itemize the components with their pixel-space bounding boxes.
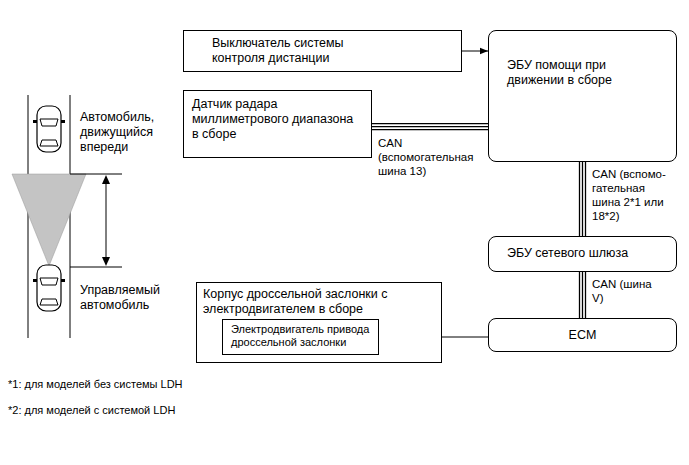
switch-box: Выключатель системы контроля дистанции [183, 30, 462, 72]
node-text: Датчик радара миллиметрового диапазона в… [192, 97, 363, 142]
node-text: ЭБУ сетевого шлюза [507, 246, 668, 261]
node-text: Корпус дроссельной заслонки с электродви… [203, 287, 433, 317]
arrowhead [102, 175, 110, 184]
sensor-box: Датчик радара миллиметрового диапазона в… [183, 90, 372, 158]
lane-line [28, 95, 29, 338]
connector-line [582, 162, 583, 236]
node-text: Электродвигатель привода дроссельной зас… [231, 323, 372, 349]
connector-line [462, 51, 488, 52]
distance-arrow [106, 181, 107, 260]
footnote: *2: для моделей с системой LDH [8, 403, 175, 418]
ecu-box: ЭБУ помощи при движении в сборе [488, 30, 677, 162]
connector-line [372, 129, 488, 130]
ecm-box: ECM [488, 318, 677, 352]
lane-line [70, 95, 71, 338]
node-text: ECM [497, 328, 668, 343]
connector-line [585, 162, 586, 236]
signal-arrow [462, 51, 488, 52]
bus-label: CAN (вспомогательная шина 13) [378, 136, 478, 178]
radar-cone [12, 174, 86, 266]
footnote: *1: для моделей без системы LDH [8, 377, 183, 392]
can-bus [372, 124, 488, 130]
dimension-tick [70, 174, 122, 175]
controlled-car [33, 265, 65, 311]
connector-line [582, 272, 583, 318]
motor-box: Электродвигатель привода дроссельной зас… [222, 319, 379, 355]
vehicle-label: Автомобиль, движущийся впереди [80, 110, 175, 155]
can-bus [580, 272, 586, 318]
can-bus [580, 162, 586, 236]
connector-line [372, 126, 488, 127]
dimension-tick [70, 267, 122, 268]
connector-line [372, 123, 488, 124]
node-text: ЭБУ помощи при движении в сборе [507, 58, 657, 88]
node-text: Выключатель системы контроля дистанции [212, 36, 382, 66]
vehicle-label: Управляемый автомобиль [80, 283, 180, 313]
throttle-body-box: Корпус дроссельной заслонки с электродви… [196, 282, 442, 363]
bus-label: CAN (вспомо- гательная шина 2*1 или 18*2… [592, 167, 676, 223]
front-car [33, 106, 65, 152]
bus-label: CAN (шина V) [592, 277, 662, 305]
connector-line [585, 272, 586, 318]
connector-line [579, 162, 580, 236]
arrowhead [102, 257, 110, 266]
connector-line [579, 272, 580, 318]
gateway-box: ЭБУ сетевого шлюза [488, 236, 677, 272]
